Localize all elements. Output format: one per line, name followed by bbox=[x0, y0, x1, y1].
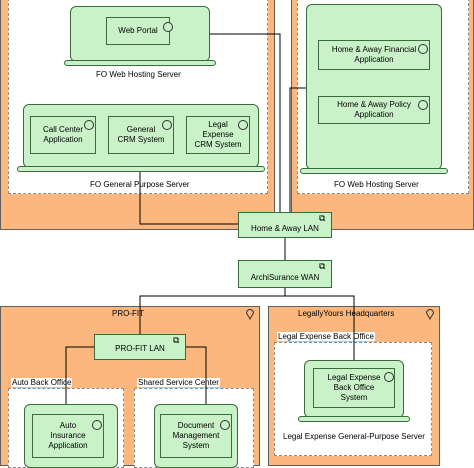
server-label: Legal Expense General-Purpose Server bbox=[283, 432, 425, 441]
server-stand bbox=[298, 416, 410, 422]
location-pin-icon bbox=[425, 309, 435, 320]
component-label: Home & Away Financial Application bbox=[331, 45, 417, 64]
network-icon: ⧉ bbox=[319, 261, 326, 271]
connection-line bbox=[210, 33, 281, 212]
server-label: FO Web Hosting Server bbox=[334, 180, 419, 189]
component-icon bbox=[418, 100, 428, 110]
component-web-portal[interactable]: Web Portal bbox=[106, 17, 170, 45]
group-label: Legal Expense Back Office bbox=[277, 332, 375, 341]
component-label: General CRM System bbox=[117, 125, 165, 144]
profit-lan[interactable]: PRO-FIT LAN bbox=[94, 334, 186, 360]
component-home-away-financial[interactable]: Home & Away Financial Application bbox=[318, 40, 430, 70]
component-icon bbox=[418, 44, 428, 54]
component-icon bbox=[163, 22, 173, 32]
component-icon bbox=[220, 420, 230, 430]
location-pin-icon bbox=[245, 309, 255, 320]
component-icon bbox=[92, 420, 102, 430]
network-icon: ⧉ bbox=[319, 213, 326, 223]
server-stand bbox=[64, 60, 216, 66]
server-stand bbox=[17, 166, 265, 172]
server-stand bbox=[300, 168, 448, 174]
connection-line bbox=[139, 172, 238, 225]
network-label: Home & Away LAN bbox=[251, 224, 319, 233]
server-label: FO Web Hosting Server bbox=[96, 70, 181, 79]
component-home-away-policy[interactable]: Home & Away Policy Application bbox=[318, 96, 430, 124]
network-label: ArchiSurance WAN bbox=[250, 273, 320, 282]
component-label: Web Portal bbox=[118, 26, 158, 35]
component-label: Home & Away Policy Application bbox=[337, 100, 411, 119]
component-legal-expense-back-office[interactable]: Legal Expense Back Office System bbox=[313, 368, 395, 408]
component-icon bbox=[162, 120, 172, 130]
group-label: Auto Back Office bbox=[11, 378, 73, 387]
connection-line bbox=[186, 346, 207, 404]
component-label: Auto Insurance Application bbox=[48, 421, 88, 450]
connection-line bbox=[289, 87, 306, 212]
network-label: PRO-FIT LAN bbox=[115, 344, 165, 353]
component-label: Legal Expense CRM System bbox=[194, 120, 242, 149]
component-auto-insurance[interactable]: Auto Insurance Application bbox=[32, 414, 104, 458]
group-label: Shared Service Center bbox=[137, 378, 220, 387]
location-label: LegallyYours Headquarters bbox=[298, 309, 395, 318]
home-away-lan[interactable]: Home & Away LAN bbox=[238, 212, 332, 238]
connection-line bbox=[139, 288, 286, 334]
component-icon bbox=[84, 120, 94, 130]
component-icon bbox=[238, 120, 248, 130]
component-label: Legal Expense Back Office System bbox=[327, 373, 381, 402]
component-icon bbox=[384, 372, 394, 382]
location-label: PRO-FIT bbox=[112, 309, 144, 318]
archisurance-wan[interactable]: ArchiSurance WAN bbox=[238, 260, 332, 288]
component-label: Document Management System bbox=[172, 421, 220, 450]
connection-line bbox=[284, 288, 355, 360]
connection-line bbox=[65, 346, 94, 404]
network-icon: ⧉ bbox=[173, 335, 180, 345]
component-label: Call Center Application bbox=[42, 125, 83, 144]
